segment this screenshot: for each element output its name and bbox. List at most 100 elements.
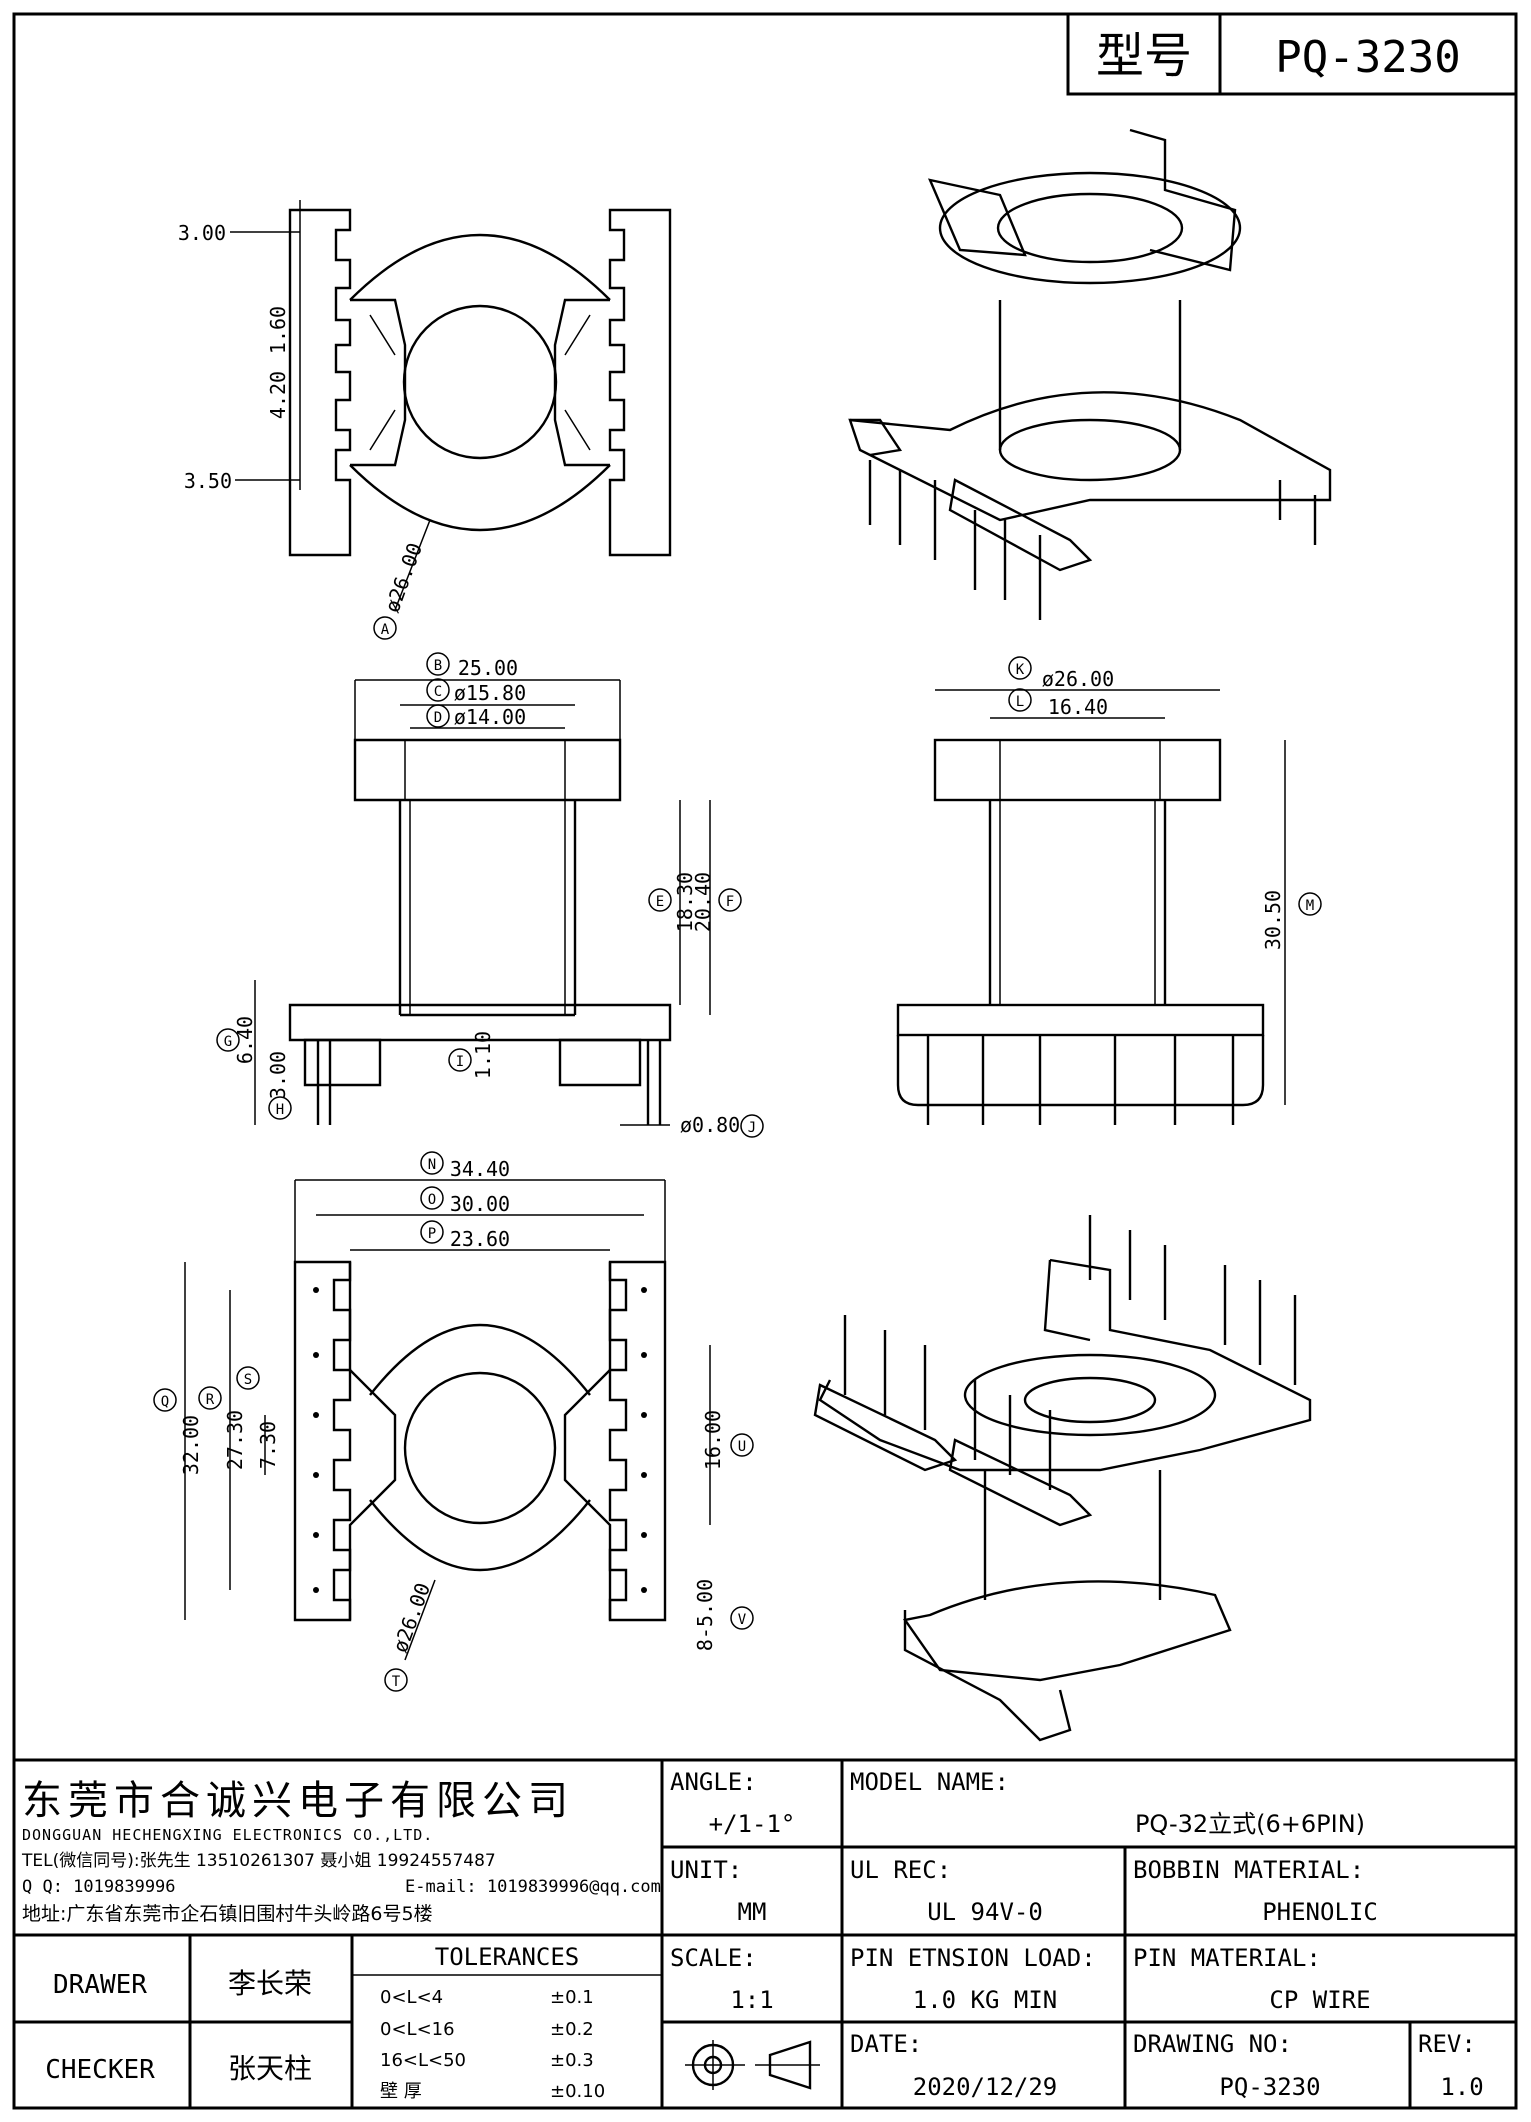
unit-label: UNIT: [670,1856,742,1884]
model-name-label: MODEL NAME: [850,1768,1009,1796]
dim-pin-diameter: ø0.80 [680,1113,740,1137]
dim-7.30: 7.30 [256,1421,280,1469]
company-address: 地址:广东省东莞市企石镇旧围村牛头岭路6号5楼 [22,1903,433,1925]
model-name-value: PQ-32立式(6+6PIN) [1135,1810,1365,1838]
callout-p: P [428,1226,436,1242]
dim-27.30: 27.30 [223,1410,247,1470]
dim-1.60: 1.60 [266,306,290,354]
pin-load-label: PIN ETNSION LOAD: [850,1944,1096,1972]
dim-side-diameter-26: ø26.00 [1042,667,1114,691]
dim-25.00: 25.00 [458,656,518,680]
dim-8-5.00: 8-5.00 [693,1579,717,1651]
bottom-view: 34.40 N 30.00 O 23.60 P 32.00 Q 27.30 R … [153,1151,754,1692]
callout-o: O [428,1192,436,1208]
dim-diameter-15.8: ø15.80 [454,681,526,705]
date-label: DATE: [850,2030,922,2058]
drawing-no-value: PQ-3230 [1219,2073,1320,2101]
ul-label: UL REC: [850,1856,951,1884]
dim-20.40: 20.40 [691,872,715,932]
company-name-en: DONGGUAN HECHENGXING ELECTRONICS CO.,LTD… [22,1826,433,1844]
drawing-no-label: DRAWING NO: [1133,2030,1292,2058]
scale-value: 1:1 [730,1986,773,2014]
front-view: 25.00 B ø15.80 C ø14.00 D 18.30 20.40 E … [216,652,764,1138]
callout-a [373,616,397,640]
callout-b: B [434,658,442,674]
pin-material-value: CP WIRE [1269,1986,1370,2014]
checker-label: CHECKER [45,2055,155,2085]
dim-16.40: 16.40 [1048,695,1108,719]
tol-range-2: 0<L<16 [380,2019,455,2040]
callout-j: J [748,1120,756,1136]
ul-value: UL 94V-0 [927,1898,1043,1926]
pin-material-label: PIN MATERIAL: [1133,1944,1321,1972]
angle-label: ANGLE: [670,1768,757,1796]
tol-value-4: ±0.10 [550,2081,605,2102]
dim-23.60: 23.60 [450,1227,510,1251]
dim-18.30: 18.30 [673,872,697,932]
dim-3.50: 3.50 [184,469,232,493]
unit-value: MM [738,1898,767,1926]
drawing-frame [12,12,1518,2110]
angle-value: +/1-1° [709,1810,796,1838]
callout-d: D [434,710,442,726]
callout-a-label: A [381,622,390,638]
dim-3.00: 3.00 [178,221,226,245]
callout-c: C [434,684,442,700]
callout-u: U [738,1439,746,1455]
company-qq: Q Q: 1019839996 [22,1877,176,1897]
callout-t: T [392,1674,401,1690]
callout-k: K [1016,662,1025,678]
dim-30.50: 30.50 [1261,890,1285,950]
projection-symbol [685,2040,820,2090]
callout-l: L [1016,694,1024,710]
tol-range-1: 0<L<4 [380,1987,443,2008]
rev-value: 1.0 [1440,2073,1483,2101]
callout-h: H [276,1102,284,1118]
callout-r: R [206,1392,215,1408]
checker-name: 张天柱 [228,2052,312,2085]
date-value: 2020/12/29 [913,2073,1058,2101]
callout-f: F [726,894,734,910]
dim-bottom-diameter-26: ø26.00 [388,1580,435,1656]
callout-n: N [428,1157,436,1173]
model-value: PQ-3230 [1275,32,1460,83]
model-header: 型号 PQ-3230 [1066,12,1518,96]
dim-diameter-14: ø14.00 [454,705,526,729]
iso-view-bottom [813,1215,1312,1742]
iso-view-top [848,128,1332,620]
dim-34.40: 34.40 [450,1157,510,1181]
rev-label: REV: [1418,2030,1476,2058]
dim-32.00: 32.00 [179,1415,203,1475]
company-email: E-mail: 1019839996@qq.com [405,1877,661,1897]
dim-30.00: 30.00 [450,1192,510,1216]
callout-i: I [456,1054,464,1070]
drawer-label: DRAWER [53,1970,147,2000]
tol-value-3: ±0.3 [550,2050,594,2071]
side-view: ø26.00 K 16.40 L 30.50 M [896,656,1322,1125]
dim-6.40: 6.40 [233,1016,257,1064]
callout-v: V [738,1612,747,1628]
scale-label: SCALE: [670,1944,757,1972]
dim-diameter-26: ø26.00 [380,540,427,616]
bobbin-label: BOBBIN MATERIAL: [1133,1856,1364,1884]
drawer-name: 李长荣 [228,1967,312,2000]
dim-3.00-h: 3.00 [266,1051,290,1099]
dim-4.20: 4.20 [266,371,290,419]
tol-range-3: 16<L<50 [380,2050,466,2071]
title-block: 东莞市合诚兴电子有限公司 DONGGUAN HECHENGXING ELECTR… [14,1758,1516,2108]
callout-m: M [1306,898,1314,914]
tol-range-4: 壁 厚 [380,2081,422,2102]
tolerances-label: TOLERANCES [435,1943,580,1971]
top-view: 3.00 1.60 4.20 3.50 ø26.00 A [178,200,672,640]
bobbin-value: PHENOLIC [1262,1898,1378,1926]
callout-s: S [244,1372,252,1388]
model-label: 型号 [1096,28,1192,84]
callout-g: G [224,1034,232,1050]
callout-e: E [656,894,664,910]
tol-value-1: ±0.1 [550,1987,594,2008]
company-name-cn: 东莞市合诚兴电子有限公司 [22,1778,574,1824]
company-tel: TEL(微信同号):张先生 13510261307 聂小姐 1992455748… [21,1851,496,1871]
callout-q: Q [161,1394,169,1410]
dim-1.10: 1.10 [471,1031,495,1079]
